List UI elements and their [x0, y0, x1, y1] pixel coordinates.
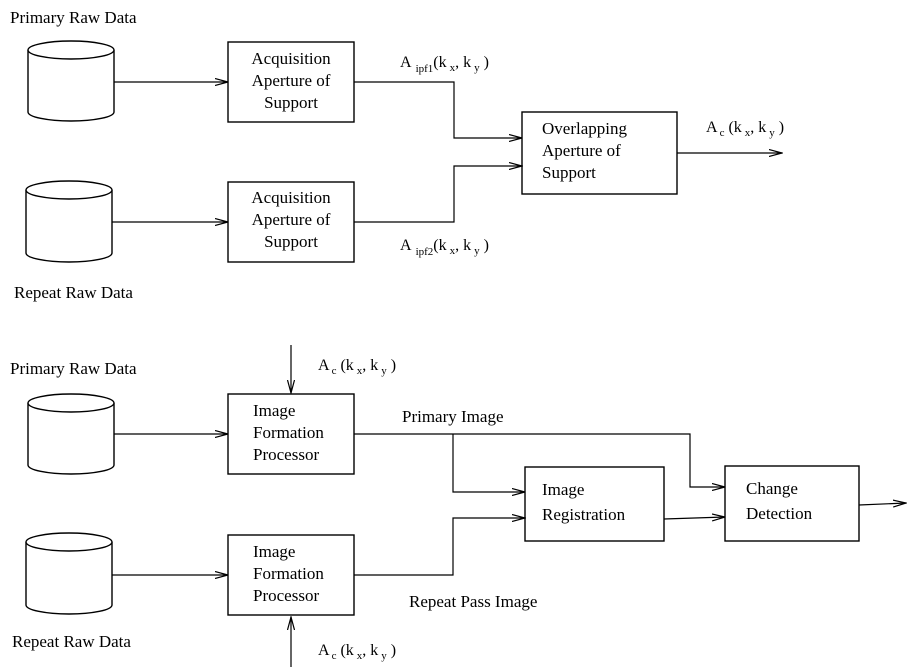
top-primary-database-icon	[27, 40, 115, 122]
acquisition-1-line-1: Acquisition	[251, 49, 331, 68]
acquisition-box-2: Acquisition Aperture of Support	[227, 181, 355, 263]
ifp1-line-1: Image	[253, 401, 295, 420]
acquisition-2-line-1: Acquisition	[251, 188, 331, 207]
ifp2-line-2: Formation	[253, 564, 324, 583]
arrow-acq2-to-overlap	[354, 166, 522, 223]
ifp1-line-2: Formation	[253, 423, 324, 442]
arrow-registration-to-change	[663, 517, 725, 519]
overlapping-aperture-box: Overlapping Aperture of Support	[521, 111, 678, 195]
registration-line-1: Image	[542, 480, 584, 499]
overlap-line-2: Aperture of	[542, 141, 621, 160]
image-formation-processor-box-2: Image Formation Processor	[227, 534, 355, 616]
top-primary-raw-data-label: Primary Raw Data	[10, 8, 137, 27]
bottom-repeat-database-icon	[25, 532, 113, 615]
change-line-2: Detection	[746, 504, 813, 523]
arrow-acq1-to-overlap	[354, 81, 522, 138]
ifp2-line-1: Image	[253, 542, 295, 561]
acquisition-2-line-2: Aperture of	[252, 210, 331, 229]
arrow-primary-image-to-change	[354, 433, 725, 487]
ifp2-line-3: Processor	[253, 586, 319, 605]
bottom-repeat-raw-data-label: Repeat Raw Data	[12, 632, 131, 651]
acquisition-1-line-3: Support	[264, 93, 318, 112]
ifp1-line-3: Processor	[253, 445, 319, 464]
overlap-line-1: Overlapping	[542, 119, 627, 138]
change-detection-box: Change Detection	[724, 465, 860, 542]
bottom-primary-raw-data-label: Primary Raw Data	[10, 359, 137, 378]
registration-line-2: Registration	[542, 505, 626, 524]
arrow-repeat-image-to-registration	[354, 518, 525, 576]
acquisition-box-1: Acquisition Aperture of Support	[227, 41, 355, 123]
bottom-primary-database-icon	[27, 393, 115, 475]
top-repeat-raw-data-label: Repeat Raw Data	[14, 283, 133, 302]
image-formation-processor-box-1: Image Formation Processor	[227, 393, 355, 475]
arrow-primary-image-to-registration	[452, 434, 525, 492]
overlap-line-3: Support	[542, 163, 596, 182]
acquisition-2-line-3: Support	[264, 232, 318, 251]
change-line-1: Change	[746, 479, 798, 498]
top-repeat-database-icon	[25, 180, 113, 263]
arrow-change-output	[858, 503, 906, 505]
repeat-pass-image-label: Repeat Pass Image	[409, 592, 537, 611]
acquisition-1-line-2: Aperture of	[252, 71, 331, 90]
image-registration-box: Image Registration	[524, 466, 665, 542]
primary-image-label: Primary Image	[402, 407, 504, 426]
